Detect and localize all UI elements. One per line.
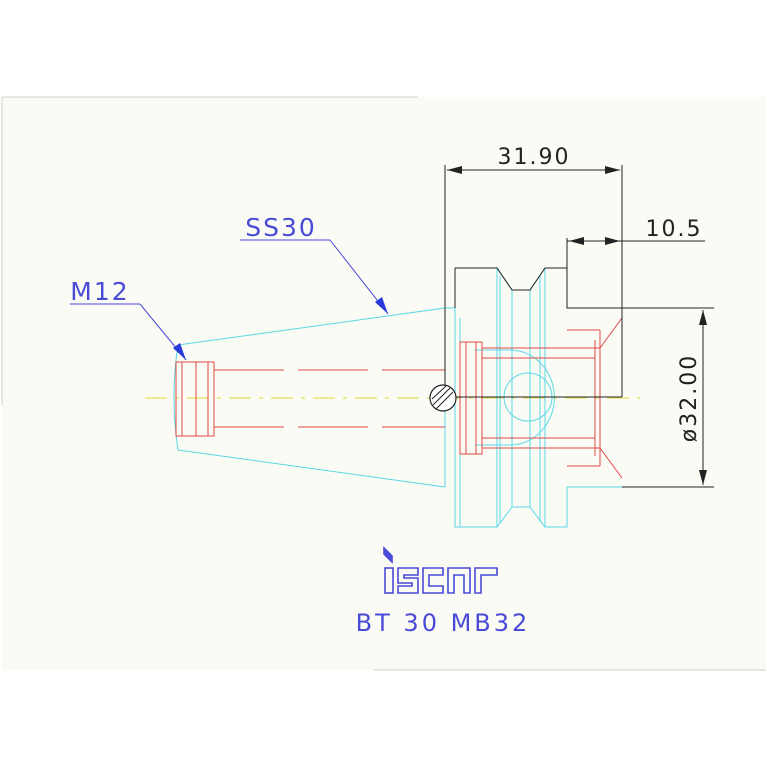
length-dimension: 31.90 bbox=[498, 145, 571, 170]
thread-label: M12 bbox=[70, 277, 129, 306]
thread-leader-arrow bbox=[173, 343, 186, 360]
iscar-logo bbox=[383, 546, 498, 594]
taper-callout: SS30 bbox=[240, 213, 389, 315]
hidden-lines bbox=[175, 317, 623, 479]
dimension-lines bbox=[444, 165, 714, 488]
section-circle bbox=[429, 384, 457, 412]
taper-leader-arrow bbox=[375, 297, 388, 314]
diameter-dimension: ø32.00 bbox=[677, 354, 702, 442]
model-label: BT 30 MB32 bbox=[356, 609, 531, 637]
dimension-arrows bbox=[447, 166, 707, 485]
flange-dimension: 10.5 bbox=[646, 217, 703, 242]
taper-label: SS30 bbox=[245, 213, 317, 242]
thread-callout: M12 bbox=[70, 277, 187, 361]
